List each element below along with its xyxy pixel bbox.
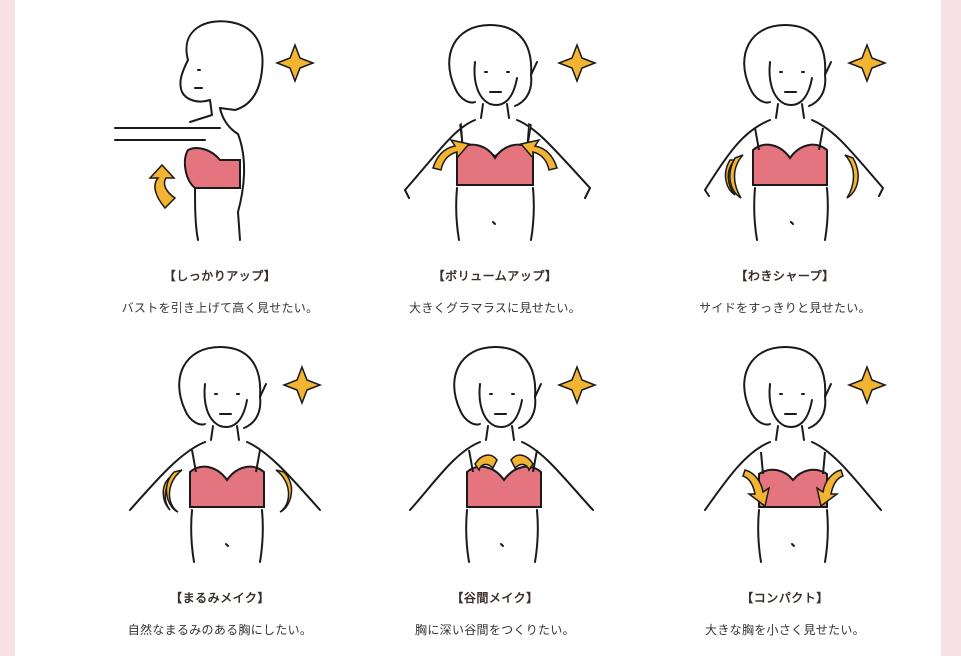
bra-type-description: 自然なまるみのある胸にしたい。 (127, 623, 313, 637)
bra-type-description: 大きくグラマラスに見せたい。 (409, 301, 581, 315)
side-profile-lift-illustration (114, 20, 316, 241)
bra-type-title: 【コンパクト】 (741, 591, 829, 605)
bra-type-description: 胸に深い谷間をつくりたい。 (415, 623, 575, 637)
bra-type-grid: 【しっかりアップ】 バストを引き上げて高く見せたい。 (15, 0, 941, 656)
sparkle-icon (846, 364, 888, 406)
sparkle-icon (281, 364, 323, 406)
compact-illustration (704, 346, 888, 563)
sparkle-icon (556, 364, 598, 406)
bra-type-title: 【しっかりアップ】 (163, 269, 277, 283)
bra-type-description: サイドをすっきりと見せたい。 (699, 301, 871, 315)
side-sharp-illustration (704, 24, 888, 241)
bra-type-title: 【ボリュームアップ】 (432, 269, 558, 283)
sparkle-icon (274, 42, 316, 84)
bra-type-description: 大きな胸を小さく見せたい。 (705, 623, 865, 637)
content-panel: 【しっかりアップ】 バストを引き上げて高く見せたい。 (15, 0, 941, 656)
bra-type-description: バストを引き上げて高く見せたい。 (121, 301, 319, 315)
cleavage-illustration (409, 346, 598, 563)
roundness-illustration (129, 346, 323, 563)
sparkle-icon (846, 42, 888, 84)
bra-type-title: 【まるみメイク】 (170, 591, 270, 605)
sparkle-icon (556, 42, 598, 84)
bra-type-title: 【わきシャープ】 (735, 269, 835, 283)
bra-type-title: 【谷間メイク】 (451, 591, 539, 605)
volume-up-illustration (404, 24, 598, 241)
